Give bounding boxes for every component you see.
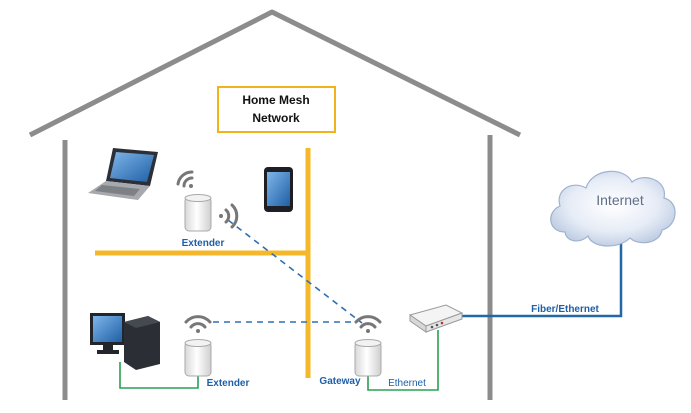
ethernet-lines <box>119 330 439 391</box>
desktop-pc-icon <box>90 313 160 370</box>
mesh-node-extender-bottom <box>184 339 212 377</box>
extender-bottom-label: Extender <box>207 378 250 389</box>
cloud-icon: Internet <box>550 170 676 247</box>
extender-top-label: Extender <box>182 238 225 249</box>
gateway-label: Gateway <box>319 376 361 387</box>
title-line1: Home Mesh <box>242 93 309 107</box>
ethernet-label: Ethernet <box>388 378 426 389</box>
fiber-line <box>462 243 623 318</box>
wifi-icon <box>219 203 239 229</box>
router-icon <box>408 304 464 333</box>
floor-lines <box>95 148 311 378</box>
mesh-node-gateway <box>354 339 382 377</box>
wireless-links <box>213 219 363 324</box>
mesh-node-extender-top <box>184 194 212 232</box>
fiber-ethernet-label: Fiber/Ethernet <box>531 304 599 315</box>
title-line2: Network <box>252 111 300 125</box>
wifi-icon <box>176 170 194 188</box>
wifi-icon <box>354 315 382 333</box>
title-box: Home Mesh Network <box>217 86 336 133</box>
house-outline <box>28 9 522 400</box>
phone-icon <box>264 167 293 212</box>
laptop-icon <box>88 148 158 200</box>
internet-label: Internet <box>596 192 644 208</box>
wifi-icon <box>184 315 212 333</box>
